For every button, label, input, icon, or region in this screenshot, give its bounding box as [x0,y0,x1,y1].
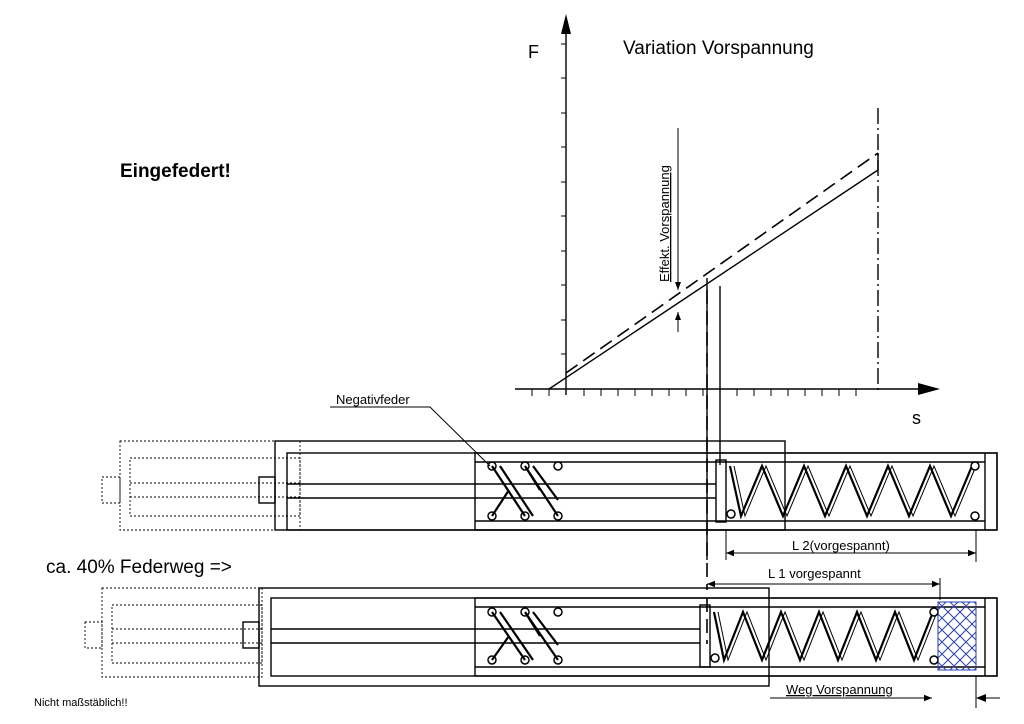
stanchion-lower [474,597,998,677]
force-travel-graph [515,14,940,396]
dimension-l2-label: L 2(vorgespannt) [792,538,890,553]
inner-tube-upper [286,452,998,531]
y-axis-label: F [528,42,539,62]
footer-note: Nicht maßstäblich!! [34,697,128,709]
ghost-outline-upper [101,440,301,531]
projection-lines [706,278,721,644]
x-axis-arrow [918,383,940,395]
effective-preload-label: Effekt. Vorspannung [657,165,672,282]
status-label: Eingefedert! [120,161,231,182]
dimension-preload-travel-label: Weg Vorspannung [786,682,893,697]
end-cap-lower [242,621,260,649]
ghost-outline-lower [84,587,263,678]
stanchion-upper [474,452,998,531]
dimension-l1 [707,578,941,600]
preload-hatched-area [937,601,977,671]
main-spring-upper [726,461,980,521]
end-cap-upper [258,476,276,504]
travel-label: ca. 40% Federweg => [46,557,232,578]
inner-tube-lower [270,597,998,677]
spring-line-preloaded [565,152,879,374]
main-spring-lower [710,607,939,665]
upper-damper-assembly [101,440,998,531]
dimension-l1-label: L 1 vorgespannt [768,566,861,581]
spring-line-solid [548,169,879,390]
piston-upper [715,459,727,523]
dimension-preload-travel [770,676,1000,708]
effective-preload-marker [675,128,681,332]
negative-spring-leader [330,406,491,467]
negative-spring-label: Negativfeder [336,392,410,407]
outer-tube-lower [258,587,770,687]
diagram-title: Variation Vorspannung [623,38,814,59]
y-axis-arrow [561,14,571,34]
y-axis-ticks [561,43,566,355]
lower-damper-assembly [84,587,998,687]
dimension-l2 [725,530,977,562]
x-axis-label: s [912,408,921,428]
x-axis-ticks [531,389,857,396]
negative-spring-upper [487,461,563,521]
negative-spring-lower [487,607,563,665]
piston-lower [699,604,711,668]
outer-tube-upper [274,440,786,531]
